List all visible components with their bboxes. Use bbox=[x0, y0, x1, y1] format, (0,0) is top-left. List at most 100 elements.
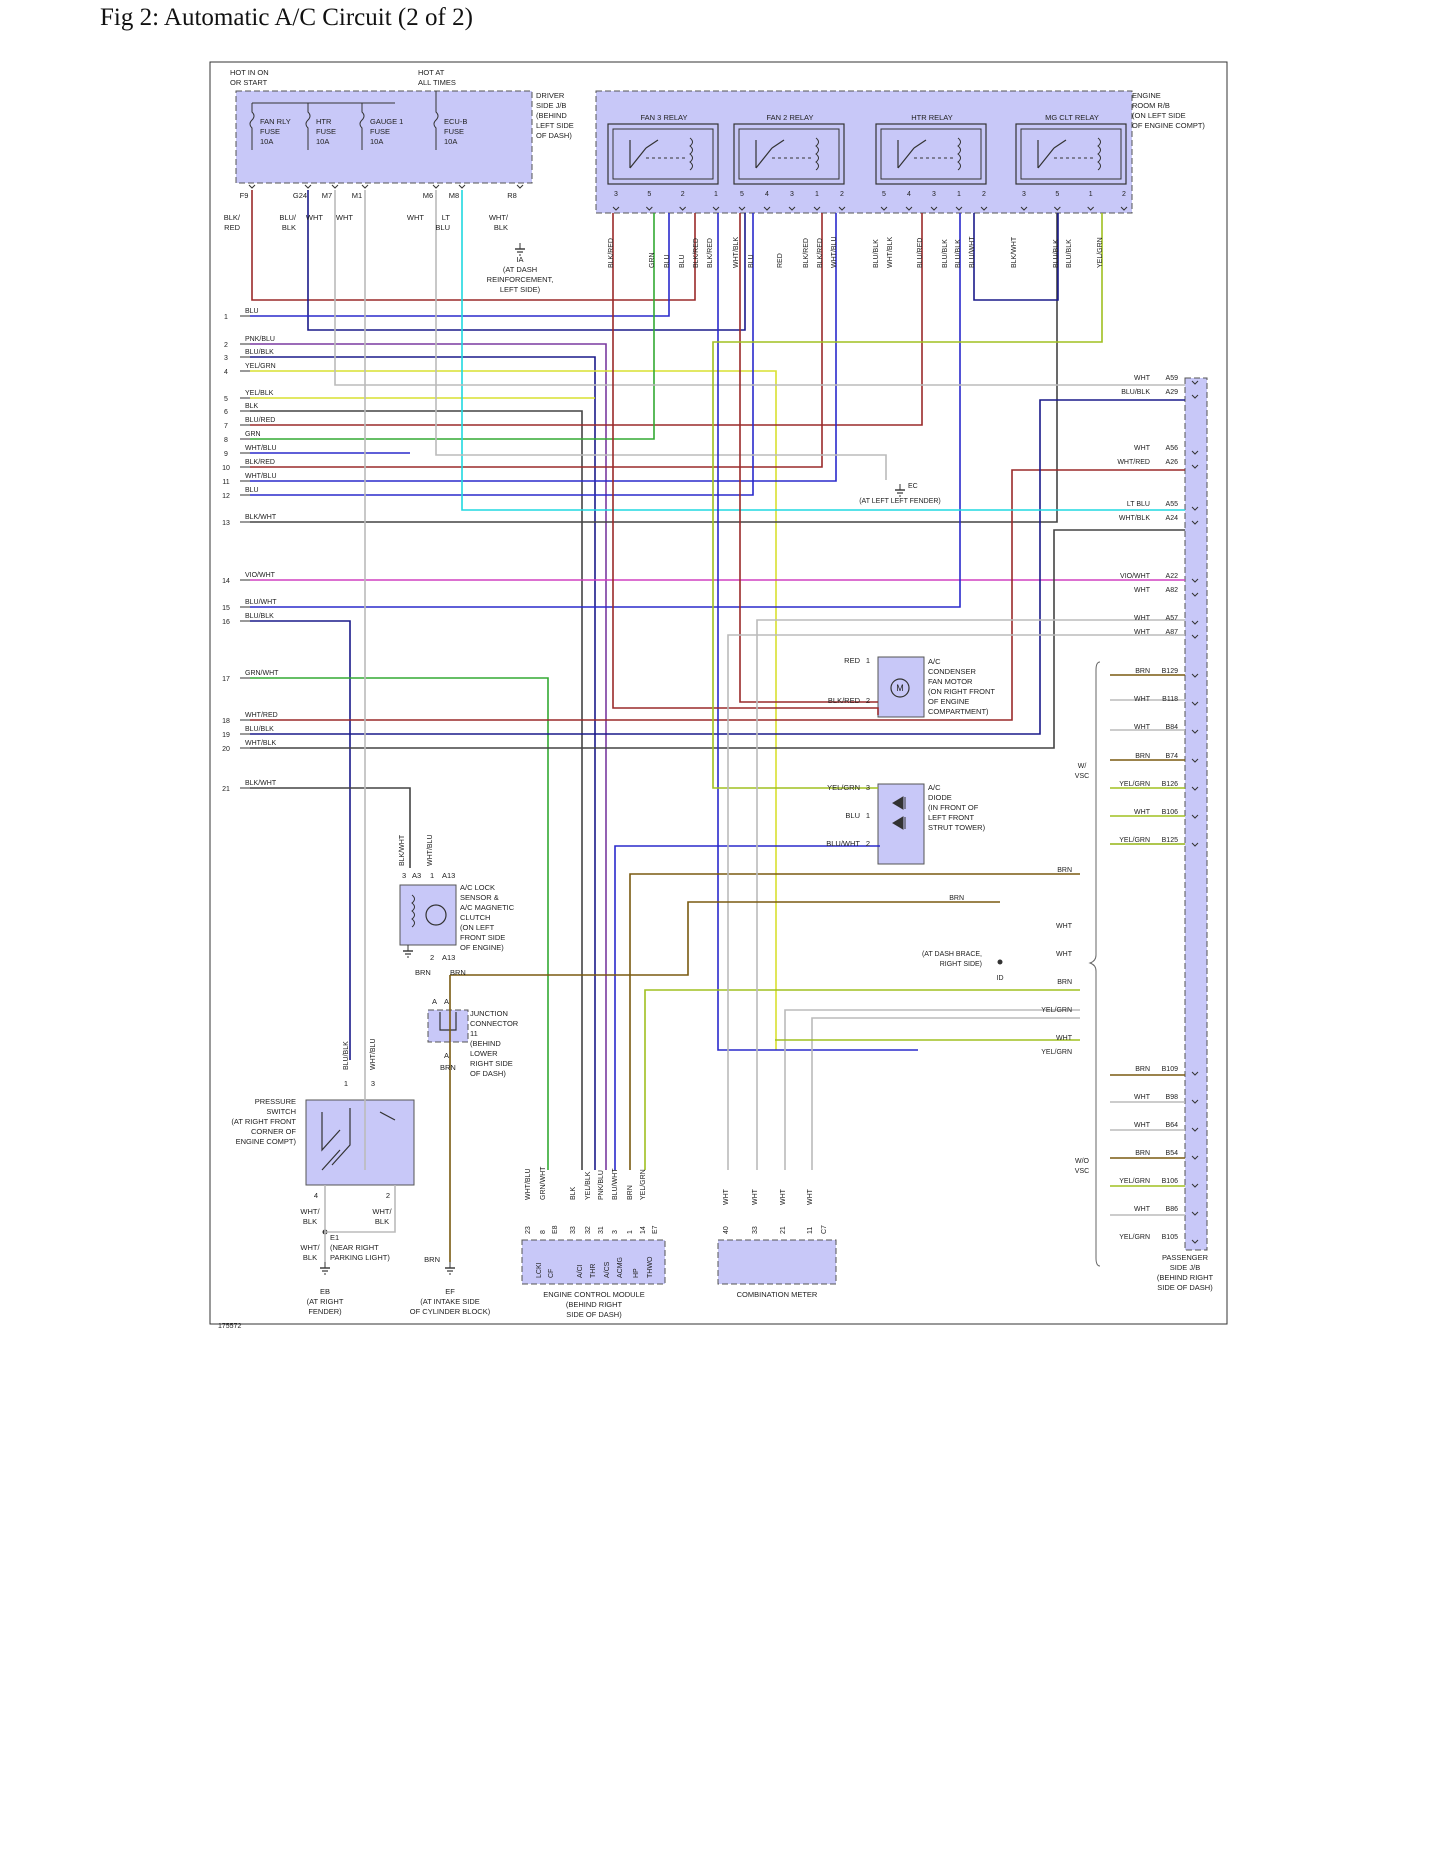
condenser-label: (ON RIGHT FRONT bbox=[928, 687, 995, 696]
bus-line-number: 13 bbox=[222, 520, 230, 527]
fuse-label: ECU-B bbox=[444, 117, 467, 126]
bus-line-number: 11 bbox=[222, 479, 229, 486]
lock-sensor-box bbox=[399, 884, 457, 946]
ps-pin: 3 bbox=[371, 1079, 375, 1088]
ecm-wire-label: BLU/WHT bbox=[612, 1168, 619, 1200]
ground-id-label: ID bbox=[997, 975, 1004, 982]
bus-line-number: 16 bbox=[222, 619, 230, 626]
passenger-pin-connector bbox=[1191, 520, 1199, 525]
lock-brn: BRN bbox=[450, 968, 466, 977]
bus-line-number: 1 bbox=[224, 314, 228, 321]
bus-line-label: BLU/BLK bbox=[245, 349, 274, 356]
brace-wire-label: BRN bbox=[1057, 979, 1072, 986]
passenger-a-pin-label: A57 bbox=[1166, 615, 1179, 622]
passenger-b-wire-label: YEL/GRN bbox=[1119, 781, 1150, 788]
passenger-b-pin-label: B106 bbox=[1162, 1178, 1178, 1185]
bus-line-label: BLU/BLK bbox=[245, 613, 274, 620]
passenger-b-wire-label: YEL/GRN bbox=[1119, 1178, 1150, 1185]
bus-line-number: 2 bbox=[224, 342, 228, 349]
bus-line-number: 21 bbox=[222, 786, 230, 793]
bus-line-number: 4 bbox=[224, 369, 228, 376]
passenger-pin-connector bbox=[1191, 620, 1199, 625]
wire-wht-red-18 bbox=[250, 469, 1185, 721]
bus-line-number: 5 bbox=[224, 396, 228, 403]
passenger-b-pin-label: B129 bbox=[1162, 668, 1178, 675]
wire-lt-blu-m8 bbox=[461, 190, 1185, 511]
wire-wht-meter-11 bbox=[811, 1017, 1080, 1170]
relay-wire-label: BLU/BLK bbox=[1066, 239, 1073, 268]
lock-sensor-label: CLUTCH bbox=[460, 913, 490, 922]
passenger-a-pin-label: A56 bbox=[1166, 445, 1179, 452]
passenger-pin-connector bbox=[1191, 1127, 1199, 1132]
pressure-switch-label: SWITCH bbox=[266, 1107, 296, 1116]
wire-blu-blk-mg bbox=[973, 213, 1059, 301]
passenger-b-pin-label: B86 bbox=[1166, 1206, 1179, 1213]
ecm-pin-label: 3 bbox=[612, 1230, 619, 1234]
passenger-b-wire-label: BRN bbox=[1135, 753, 1150, 760]
jb-pin-connector bbox=[432, 184, 440, 189]
passenger-pin-connector bbox=[1191, 1071, 1199, 1076]
ecm-pin-label: 33 bbox=[570, 1226, 577, 1234]
passenger-b-wire-label: WHT bbox=[1134, 1122, 1151, 1129]
diode-pin: 1 bbox=[866, 811, 870, 820]
meter-pin-label: 21 bbox=[780, 1226, 787, 1234]
ecm-terminal-label: HP bbox=[633, 1268, 640, 1278]
jb-wire-label: RED bbox=[224, 223, 240, 232]
ecm-terminal-label: A/CI bbox=[577, 1264, 584, 1278]
sensor-icon bbox=[425, 904, 447, 926]
passenger-pin-connector bbox=[1191, 1099, 1199, 1104]
relay-pin-label: 3 bbox=[790, 191, 794, 198]
passenger-b-wire-label: WHT bbox=[1134, 696, 1151, 703]
jb-pin-connector bbox=[248, 184, 256, 189]
jb-wire-label: WHT bbox=[306, 213, 323, 222]
wire-blu-wht-ecm bbox=[614, 845, 880, 1170]
relay-wire-label: BLK/RED bbox=[693, 238, 700, 268]
condenser-pin: 2 bbox=[866, 696, 870, 705]
bus-line-number: 10 bbox=[222, 465, 230, 472]
wire-ps-bottom bbox=[324, 1185, 396, 1233]
fuse-symbol bbox=[249, 103, 255, 150]
bus-line-label: BLU/RED bbox=[245, 417, 275, 424]
ecm-wire-label: BLK bbox=[570, 1186, 577, 1200]
ground-id-label: (AT DASH BRACE, bbox=[922, 951, 982, 958]
relay-wire-label: BLU/BLK bbox=[955, 239, 962, 268]
ecm-label: ENGINE CONTROL MODULE bbox=[543, 1290, 644, 1299]
wire-yel-grn-diode bbox=[712, 213, 1103, 789]
condenser-label: A/C bbox=[928, 657, 941, 666]
passenger-pin-connector bbox=[1191, 673, 1199, 678]
condenser-box bbox=[877, 656, 925, 718]
ecm-terminal-label: LCKI bbox=[536, 1262, 543, 1278]
relay-pin-label: 1 bbox=[957, 191, 961, 198]
passenger-pin-connector bbox=[1191, 1155, 1199, 1160]
wire-blk-wht-13 bbox=[250, 213, 1058, 523]
ecm-pin-label: 31 bbox=[598, 1226, 605, 1234]
ground-ec-label: EC bbox=[908, 483, 918, 490]
brace-wire-label: WHT bbox=[1056, 951, 1073, 958]
bus-line-label: YEL/BLK bbox=[245, 390, 274, 397]
hot-on-start-label: HOT IN ON bbox=[230, 68, 269, 77]
ecm-pin-label: E8 bbox=[552, 1225, 559, 1234]
wire-wht-meter-21 bbox=[784, 1009, 1080, 1170]
relay-box bbox=[607, 123, 719, 185]
lock-wire: BLK/WHT bbox=[399, 834, 406, 866]
bus-line-label: WHT/BLK bbox=[245, 740, 276, 747]
relay-switch bbox=[897, 139, 927, 169]
diode-wire: YEL/GRN bbox=[827, 783, 860, 792]
ecm-pin-label: 1 bbox=[627, 1230, 634, 1234]
bus-line-number: 20 bbox=[222, 746, 230, 753]
relay-pin-connector bbox=[645, 206, 653, 211]
passenger-jb-box bbox=[1184, 377, 1208, 1251]
relay-label: MG CLT RELAY bbox=[1045, 113, 1099, 122]
junction-icon bbox=[439, 1012, 457, 1031]
pressure-switch-box bbox=[305, 1099, 415, 1186]
relay-wire-label: WHT/BLU bbox=[831, 237, 838, 269]
jb-pin-connector bbox=[516, 184, 524, 189]
driver-jb-label: LEFT SIDE bbox=[536, 121, 574, 130]
relay-wire-label: BLK/RED bbox=[817, 238, 824, 268]
diode-label: DIODE bbox=[928, 793, 952, 802]
diode-icon bbox=[892, 816, 906, 830]
ecm-wire-label: GRN/WHT bbox=[540, 1166, 547, 1200]
relay-pin-label: 1 bbox=[815, 191, 819, 198]
brace-wire-label: BRN bbox=[949, 895, 964, 902]
